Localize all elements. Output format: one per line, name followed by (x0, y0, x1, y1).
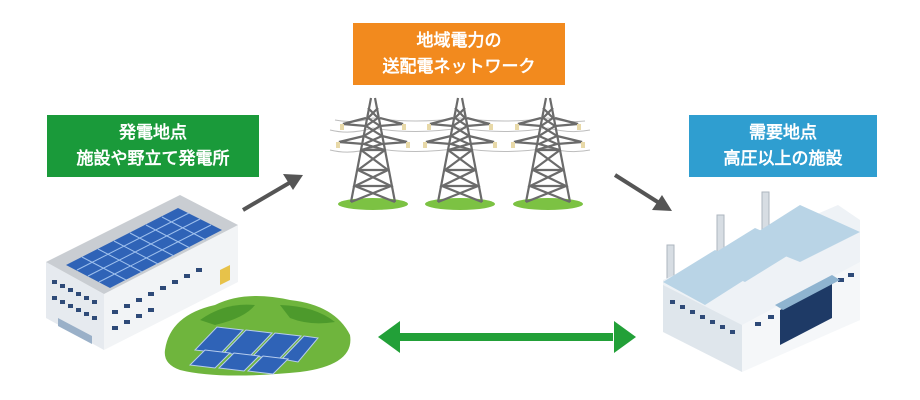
arrow-up-right-icon (241, 174, 303, 212)
network-label-box: 地域電力の 送配電ネットワーク (353, 23, 565, 85)
network-subtitle: 送配電ネットワーク (382, 57, 536, 77)
demand-label-box: 需要地点 高圧以上の施設 (689, 115, 877, 177)
demand-title: 需要地点 (749, 123, 817, 143)
generation-title: 発電地点 (119, 123, 187, 143)
network-title: 地域電力の (416, 31, 502, 51)
factory-icon (663, 191, 860, 372)
generation-label-box: 発電地点 施設や野立て発電所 (47, 115, 259, 177)
generation-subtitle: 施設や野立て発電所 (76, 149, 230, 169)
ground-solar-farm-icon (164, 296, 351, 376)
transmission-tower-icon (329, 97, 591, 210)
double-arrow-icon (378, 321, 636, 353)
demand-subtitle: 高圧以上の施設 (723, 149, 843, 169)
arrow-down-right-icon (613, 173, 672, 211)
factory-solar-roof-icon (46, 195, 238, 350)
